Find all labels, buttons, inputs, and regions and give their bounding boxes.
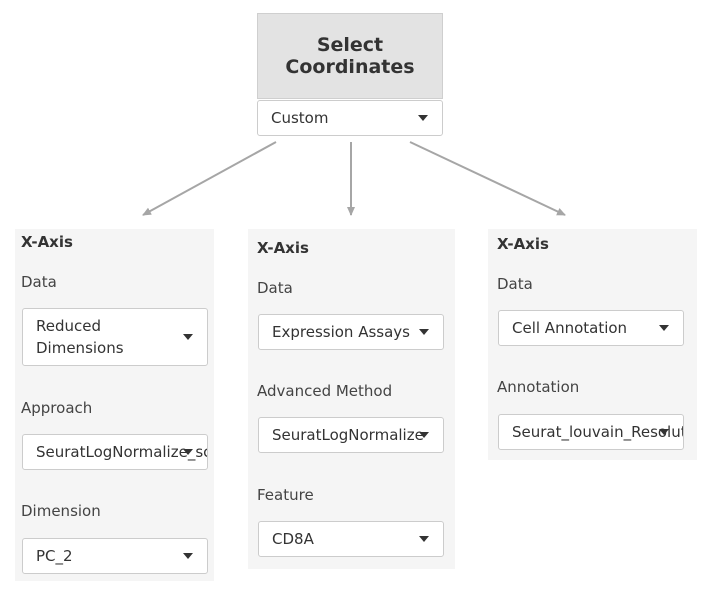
annotation-select[interactable]: Seurat_louvain_Resolution (498, 414, 684, 450)
feature-select[interactable]: CD8A (258, 521, 444, 557)
header-title-line2: Coordinates (285, 56, 415, 78)
data-value-line1: Reduced (36, 317, 102, 335)
chevron-down-icon (659, 429, 669, 435)
chevron-down-icon (419, 432, 429, 438)
dimension-label: Dimension (21, 502, 101, 520)
select-coordinates-header: Select Coordinates (257, 13, 443, 99)
data-select[interactable]: Reduced Dimensions (22, 308, 208, 366)
data-label: Data (257, 279, 293, 297)
header-title-line1: Select (316, 34, 384, 56)
annotation-value: Seurat_louvain_Resolution (512, 423, 683, 441)
advanced-method-label: Advanced Method (257, 382, 393, 400)
dimension-value: PC_2 (36, 547, 73, 565)
arrow-left (142, 141, 277, 216)
coordinate-mode-value: Custom (271, 109, 329, 127)
x-axis-panel-cell-annotation: X-Axis Data Cell Annotation Annotation S… (488, 229, 697, 460)
data-value: Expression Assays (272, 323, 410, 341)
panel-title: X-Axis (257, 239, 309, 257)
data-label: Data (21, 273, 57, 291)
arrow-right (409, 141, 566, 216)
chevron-down-icon (419, 329, 429, 335)
approach-select[interactable]: SeuratLogNormalize_scaled (22, 434, 208, 470)
data-value: Cell Annotation (512, 319, 628, 337)
chevron-down-icon (419, 536, 429, 542)
panel-title: X-Axis (21, 233, 73, 251)
x-axis-panel-reduced-dimensions: X-Axis Data Reduced Dimensions Approach … (15, 229, 214, 581)
annotation-label: Annotation (497, 378, 580, 396)
x-axis-panel-expression-assays: X-Axis Data Expression Assays Advanced M… (248, 229, 455, 569)
data-select[interactable]: Cell Annotation (498, 310, 684, 346)
chevron-down-icon (183, 449, 193, 455)
data-select[interactable]: Expression Assays (258, 314, 444, 350)
chevron-down-icon (183, 553, 193, 559)
chevron-down-icon (183, 334, 193, 340)
chevron-down-icon (418, 115, 428, 121)
data-value-line2: Dimensions (36, 339, 124, 357)
approach-label: Approach (21, 399, 93, 417)
feature-value: CD8A (272, 530, 314, 548)
feature-label: Feature (257, 486, 314, 504)
chevron-down-icon (659, 325, 669, 331)
panel-title: X-Axis (497, 235, 549, 253)
approach-value: SeuratLogNormalize_scaled (36, 443, 207, 461)
dimension-select[interactable]: PC_2 (22, 538, 208, 574)
advanced-method-select[interactable]: SeuratLogNormalize (258, 417, 444, 453)
coordinate-mode-select[interactable]: Custom (257, 100, 443, 136)
advanced-method-value: SeuratLogNormalize (272, 426, 424, 444)
data-label: Data (497, 275, 533, 293)
